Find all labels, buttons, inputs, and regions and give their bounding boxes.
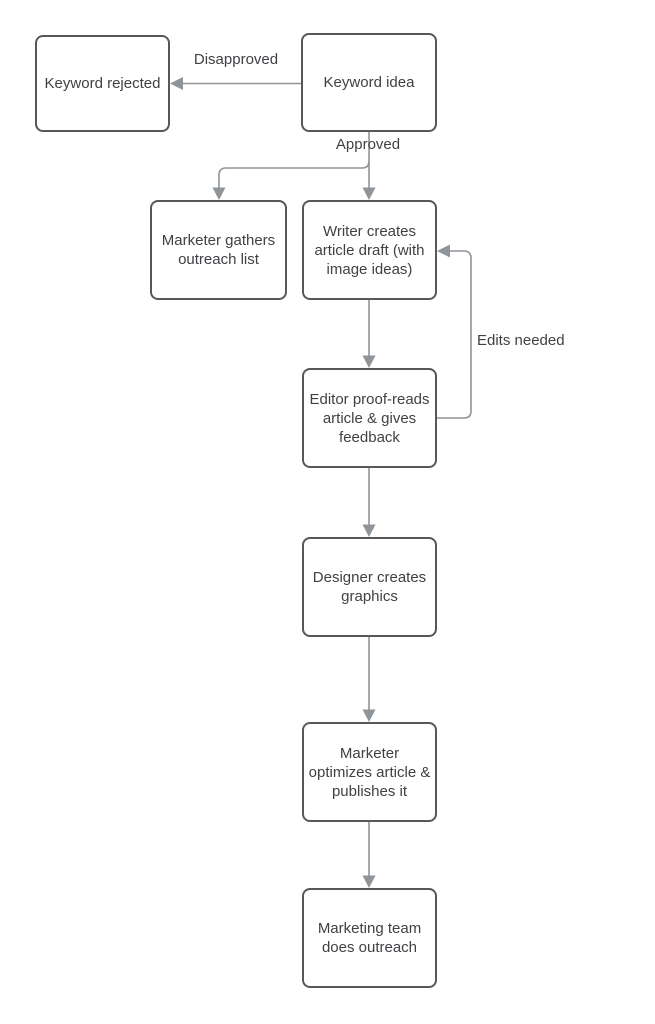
edge-designer-to-marketer	[362, 637, 376, 722]
node-label: Writer creates article draft (with image…	[314, 222, 425, 278]
arrowhead-down-icon	[212, 187, 226, 200]
edge-edits-loop-line	[437, 250, 472, 419]
node-keyword-rejected: Keyword rejected	[35, 35, 170, 132]
node-marketer-gathers-outreach-list: Marketer gathers outreach list	[150, 200, 287, 300]
edge-disapproved	[170, 77, 301, 90]
node-label: Marketer gathers outreach list	[161, 232, 276, 268]
node-label: Keyword rejected	[44, 75, 161, 92]
node-marketing-team-outreach: Marketing team does outreach	[302, 888, 437, 988]
edge-editor-to-designer	[362, 468, 376, 537]
node-keyword-idea: Keyword idea	[301, 33, 437, 132]
node-label: Marketer optimizes article & publishes i…	[308, 744, 431, 800]
node-designer-creates-graphics: Designer creates graphics	[302, 537, 437, 637]
arrowhead-down-icon	[362, 187, 376, 200]
node-label: Marketing team does outreach	[317, 920, 422, 956]
edge-approved-branch-line	[218, 160, 370, 188]
edge-approved-main	[362, 132, 376, 200]
edge-approved-branch	[212, 160, 370, 200]
arrowhead-left-icon	[437, 244, 450, 258]
arrowhead-down-icon	[362, 875, 376, 888]
edge-label-approved: Approved	[335, 136, 401, 153]
node-editor-proofreads-article: Editor proof-reads article & gives feedb…	[302, 368, 437, 468]
arrowhead-down-icon	[362, 709, 376, 722]
node-marketer-optimizes-publishes: Marketer optimizes article & publishes i…	[302, 722, 437, 822]
node-label: Keyword idea	[323, 74, 415, 91]
arrowhead-down-icon	[362, 355, 376, 368]
edge-marketer-to-outreach	[362, 822, 376, 888]
edge-writer-to-editor	[362, 300, 376, 368]
edge-label-edits-needed: Edits needed	[477, 332, 565, 349]
node-writer-creates-article-draft: Writer creates article draft (with image…	[302, 200, 437, 300]
edge-edits-loop	[437, 244, 472, 419]
arrowhead-down-icon	[362, 524, 376, 537]
node-label: Editor proof-reads article & gives feedb…	[309, 390, 430, 446]
node-label: Designer creates graphics	[312, 569, 427, 605]
arrowhead-left-icon	[170, 77, 183, 90]
edge-label-disapproved: Disapproved	[193, 51, 279, 68]
